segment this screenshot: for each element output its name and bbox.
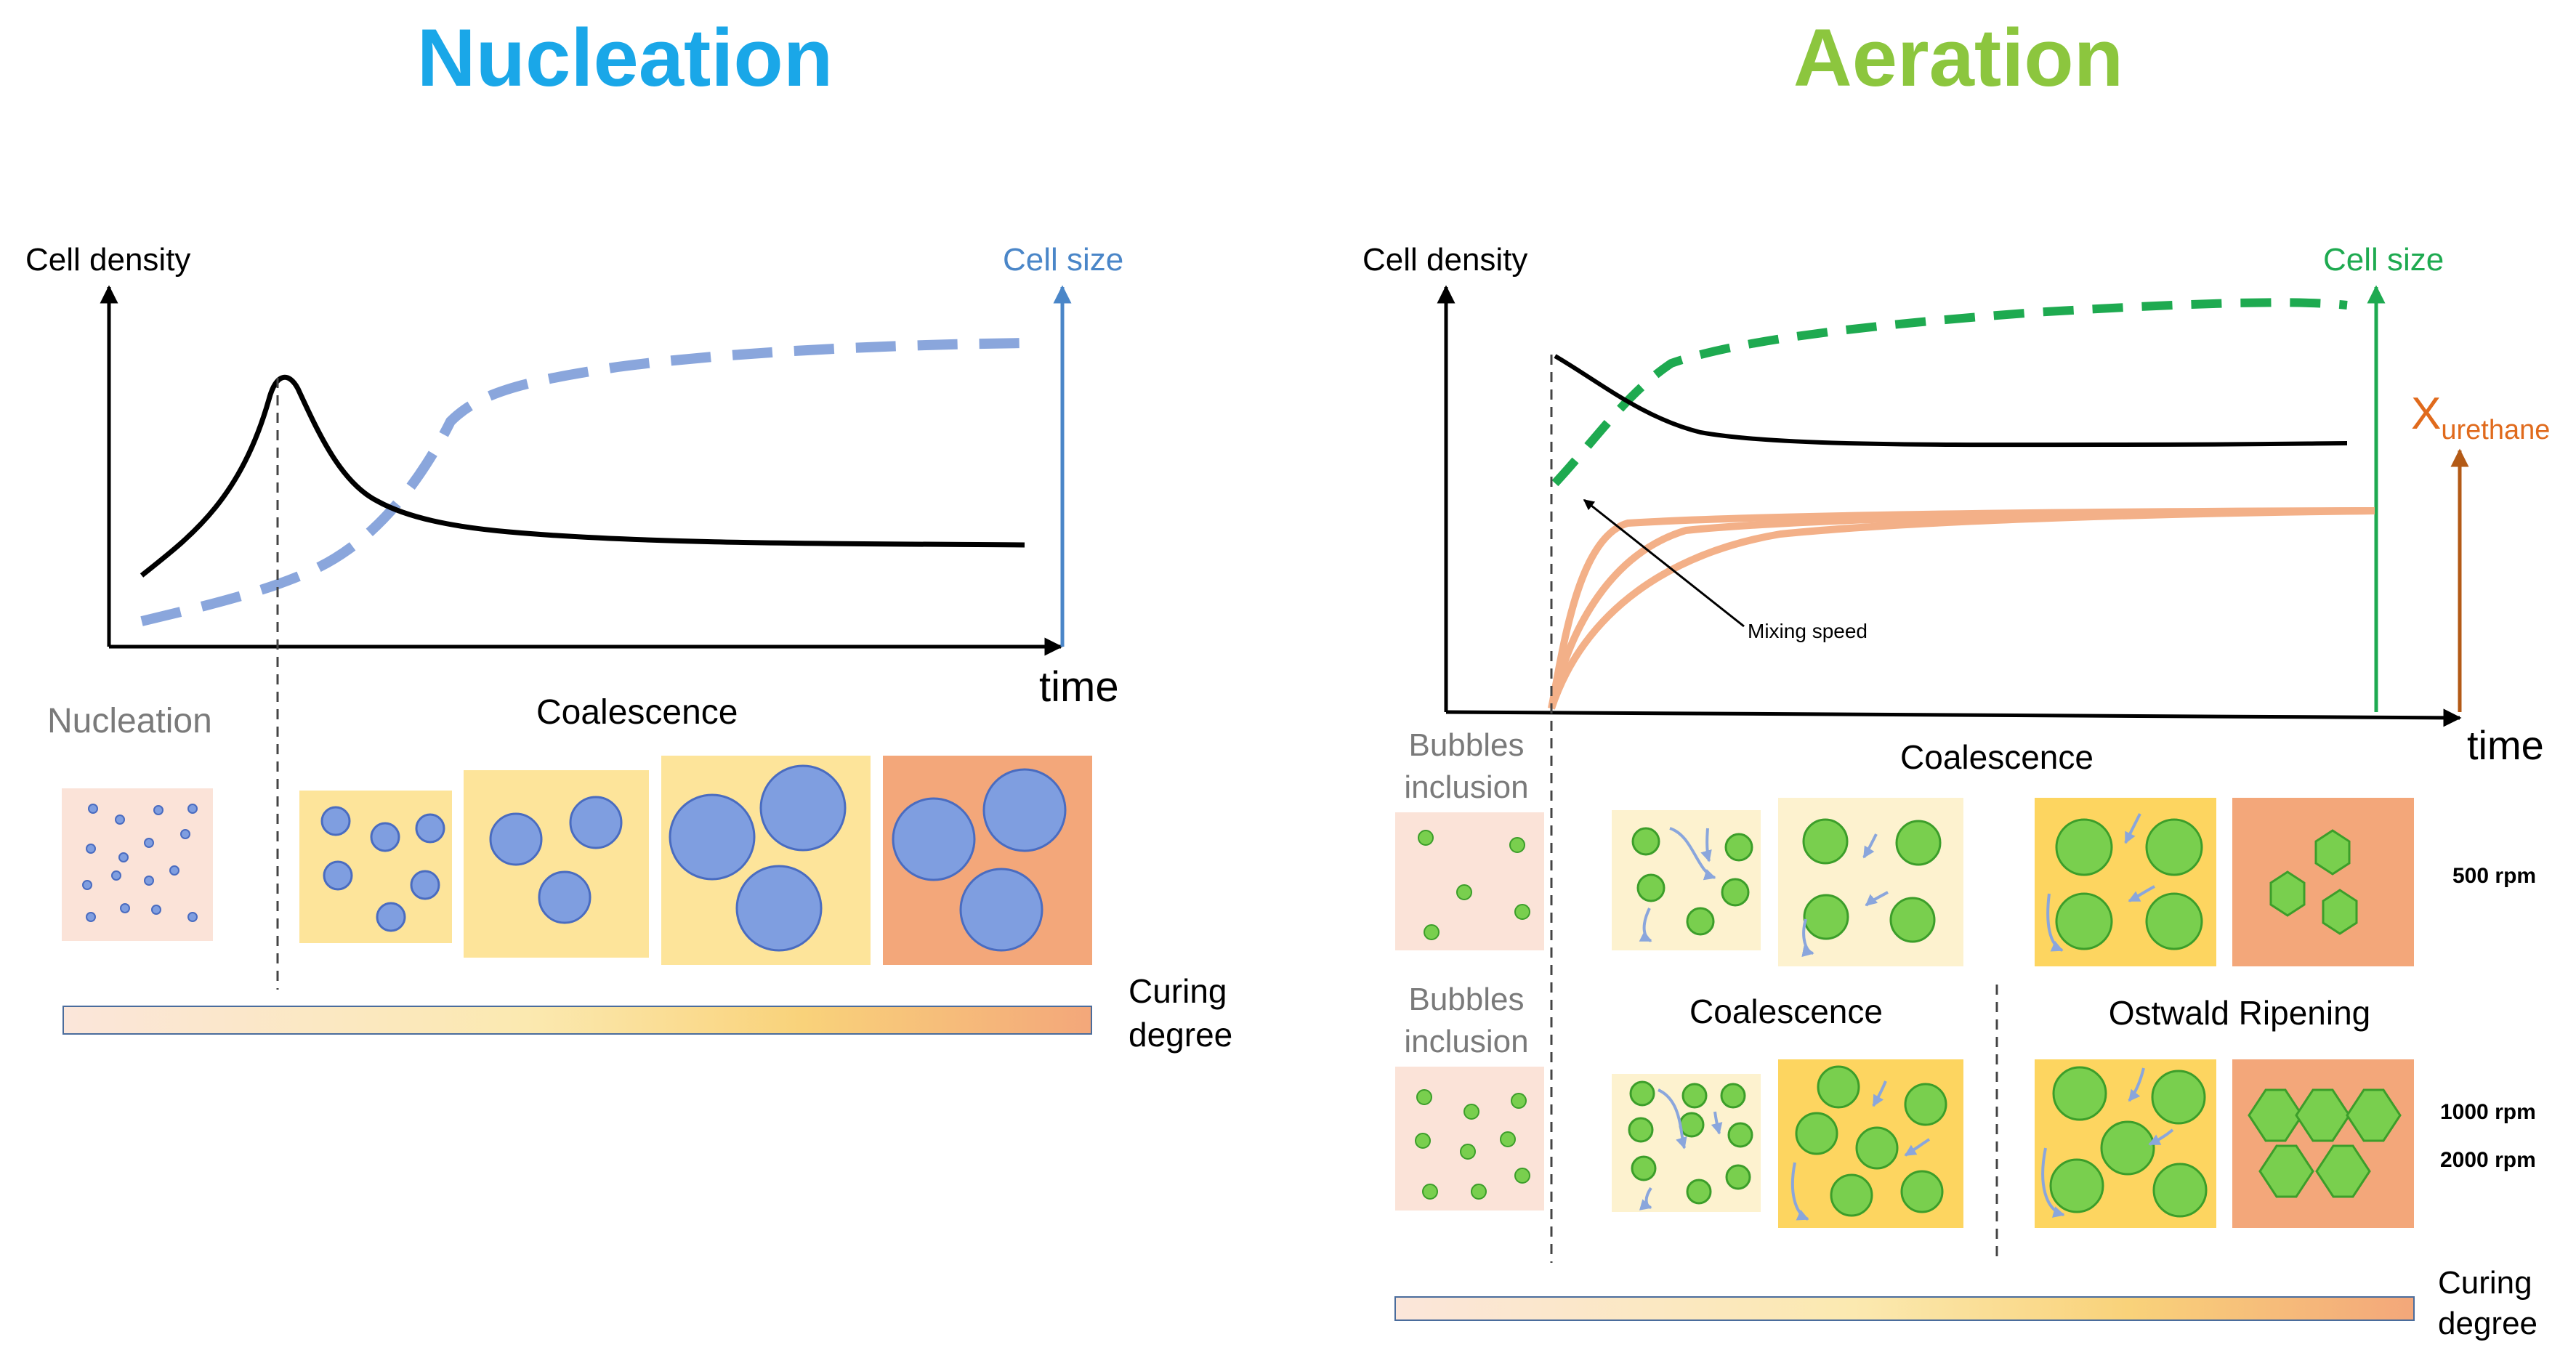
bubbles-inclusion-bottom-1: Bubbles	[1408, 982, 1524, 1017]
mixing-speed-label: Mixing speed	[1748, 620, 1868, 642]
coalescence-box-1	[299, 791, 452, 943]
aeration-coalescence-box-top-1	[1612, 810, 1761, 950]
aeration-curing-bar	[1394, 1296, 2415, 1321]
aeration-coalescence-box-bottom-1	[1612, 1074, 1761, 1212]
aeration-curing-label-1: Curing	[2438, 1265, 2532, 1301]
nucleation-curing-label-2: degree	[1128, 1016, 1232, 1054]
rpm-500-label: 500 rpm	[2452, 864, 2536, 888]
coalescence-box-4	[883, 756, 1092, 965]
rpm-1000-label: 1000 rpm	[2440, 1100, 2536, 1124]
nucleation-curing-bar	[62, 1006, 1092, 1035]
nucleation-time-label: time	[1039, 663, 1119, 711]
coalescence-box-2	[464, 770, 649, 958]
aeration-curing-label-2: degree	[2438, 1306, 2537, 1341]
aeration-coalescence-top-label: Coalescence	[1900, 738, 2093, 776]
aeration-hexagon-box-top	[2232, 798, 2414, 966]
aeration-panel: Aeration Cell density Cell size Xurethan…	[1362, 12, 2550, 1341]
aeration-coalescence-box-bottom-3	[2035, 1059, 2216, 1228]
aeration-inclusion-box-bottom	[1395, 1067, 1544, 1211]
aeration-coalescence-box-bottom-2	[1778, 1059, 1963, 1228]
aeration-cell-density-label: Cell density	[1362, 242, 1527, 278]
nucleation-title: Nucleation	[417, 12, 833, 103]
aeration-coalescence-box-top-3	[2035, 798, 2216, 966]
bubbles-inclusion-top-2: inclusion	[1404, 769, 1528, 805]
aeration-coalescence-bottom-label: Coalescence	[1689, 993, 1883, 1030]
coalescence-box-3	[661, 756, 871, 965]
aeration-inclusion-box-top	[1395, 812, 1544, 950]
mixing-speed-arrow	[1583, 498, 1745, 628]
aeration-hexagon-box-bottom	[2232, 1059, 2414, 1228]
nucleation-cell-size-curve	[140, 338, 1025, 626]
nucleation-cell-size-label: Cell size	[1003, 242, 1123, 278]
aeration-x-urethane-label: Xurethane	[2411, 389, 2550, 445]
nucleation-panel: Nucleation Cell density Cell size time N…	[25, 12, 1232, 1054]
aeration-title: Aeration	[1793, 12, 2123, 103]
x-urethane-sub: urethane	[2441, 415, 2550, 445]
ostwald-ripening-label: Ostwald Ripening	[2109, 994, 2371, 1032]
bubbles-inclusion-top-1: Bubbles	[1408, 727, 1524, 763]
rpm-2000-label: 2000 rpm	[2440, 1148, 2536, 1172]
x-urethane-main: X	[2411, 389, 2441, 439]
aeration-chart: Cell density Cell size Xurethane time Mi…	[1362, 242, 2550, 1263]
aeration-urethane-curves	[1548, 507, 2375, 710]
nucleation-coalescence-label: Coalescence	[536, 693, 738, 732]
aeration-x-axis	[1445, 708, 2462, 727]
bubbles-inclusion-bottom-2: inclusion	[1404, 1024, 1528, 1059]
nucleation-small-bubbles-box	[62, 788, 213, 941]
nucleation-curing-label-1: Curing	[1128, 972, 1227, 1010]
nucleation-cell-density-curve	[140, 374, 1025, 578]
nucleation-cell-density-label: Cell density	[25, 242, 190, 278]
aeration-cell-density-curve	[1554, 354, 2348, 448]
nucleation-stage-label: Nucleation	[47, 702, 212, 740]
aeration-cell-size-curve	[1551, 298, 2348, 487]
nucleation-chart: Cell density Cell size time	[25, 242, 1123, 990]
aeration-time-label: time	[2467, 722, 2544, 768]
aeration-cell-size-label: Cell size	[2323, 242, 2444, 278]
aeration-coalescence-box-top-2	[1778, 798, 1963, 966]
